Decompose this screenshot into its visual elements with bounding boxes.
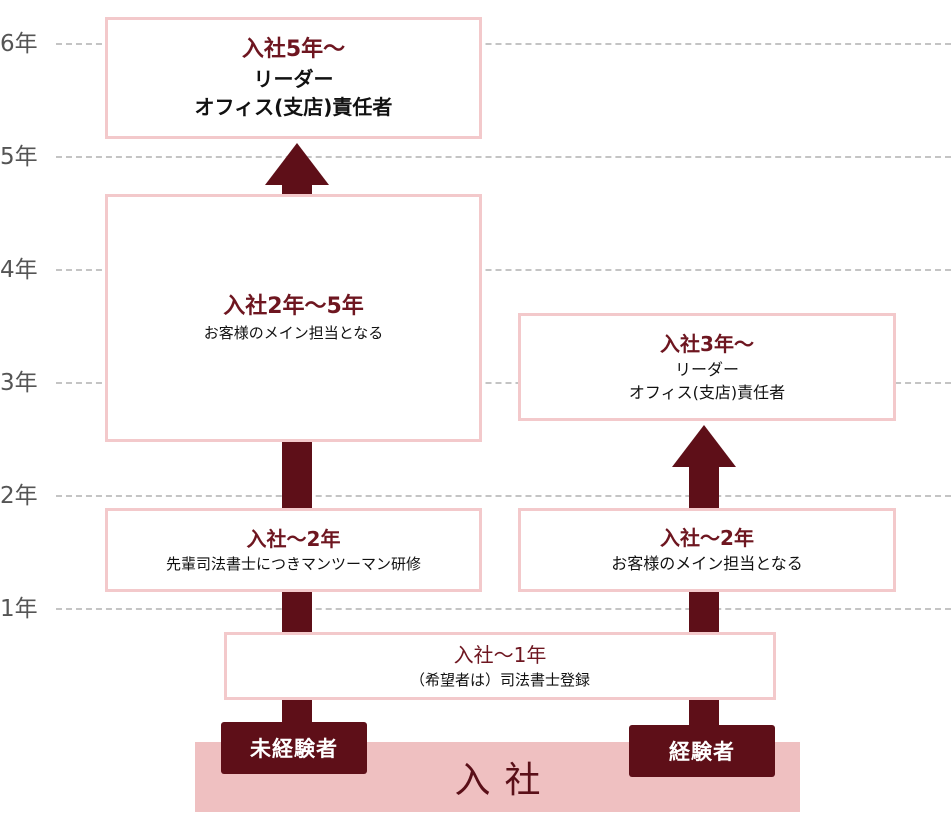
stage-line: お客様のメイン担当となる <box>611 554 803 573</box>
stage-title: 入社〜2年 <box>660 526 754 550</box>
stage-title: 入社3年〜 <box>660 331 754 356</box>
gridline-6 <box>56 43 951 45</box>
y-tick-label: 3年 <box>0 370 38 396</box>
gridline-2 <box>56 495 951 497</box>
experienced-tag: 経験者 <box>629 725 775 777</box>
stage-line: リーダー <box>253 67 334 91</box>
stage-title: 入社2年〜5年 <box>223 294 364 319</box>
gridline-3 <box>56 382 951 384</box>
inexperienced-stage-0-2y-box: 入社〜2年 先輩司法書士につきマンツーマン研修 <box>105 508 482 592</box>
y-tick-label: 6年 <box>0 31 38 57</box>
y-tick-label: 1年 <box>0 596 38 622</box>
stage-line: オフィス(支店)責任者 <box>194 95 393 119</box>
gridline-5 <box>56 156 951 158</box>
stage-line: オフィス(支店)責任者 <box>628 382 786 402</box>
experienced-stage-0-2y-box: 入社〜2年 お客様のメイン担当となる <box>518 508 896 592</box>
stage-line: リーダー <box>674 359 739 379</box>
gridline-4 <box>56 269 951 271</box>
shared-stage-0-1y-box: 入社〜1年 （希望者は）司法書士登録 <box>224 632 776 700</box>
stage-line: （希望者は）司法書士登録 <box>409 670 590 689</box>
inexperienced-stage-5y-box: 入社5年〜 リーダー オフィス(支店)責任者 <box>105 17 482 139</box>
stage-line: 先輩司法書士につきマンツーマン研修 <box>165 554 421 573</box>
join-label: 入社 <box>454 760 555 801</box>
experienced-track-arrow-head <box>672 425 736 467</box>
stage-line: お客様のメイン担当となる <box>203 324 384 342</box>
inexperienced-track-arrow-head <box>265 143 329 185</box>
y-tick-label: 2年 <box>0 483 38 509</box>
inexperienced-tag: 未経験者 <box>221 722 367 774</box>
y-tick-label: 5年 <box>0 144 38 170</box>
gridline-1 <box>56 608 951 610</box>
inexperienced-stage-2-5y-box: 入社2年〜5年 お客様のメイン担当となる <box>105 194 482 442</box>
stage-title: 入社〜2年 <box>246 526 341 551</box>
stage-title: 入社5年〜 <box>241 37 346 62</box>
experienced-stage-3y-box: 入社3年〜 リーダー オフィス(支店)責任者 <box>518 313 896 421</box>
stage-title: 入社〜1年 <box>453 642 547 667</box>
y-tick-label: 4年 <box>0 257 38 283</box>
